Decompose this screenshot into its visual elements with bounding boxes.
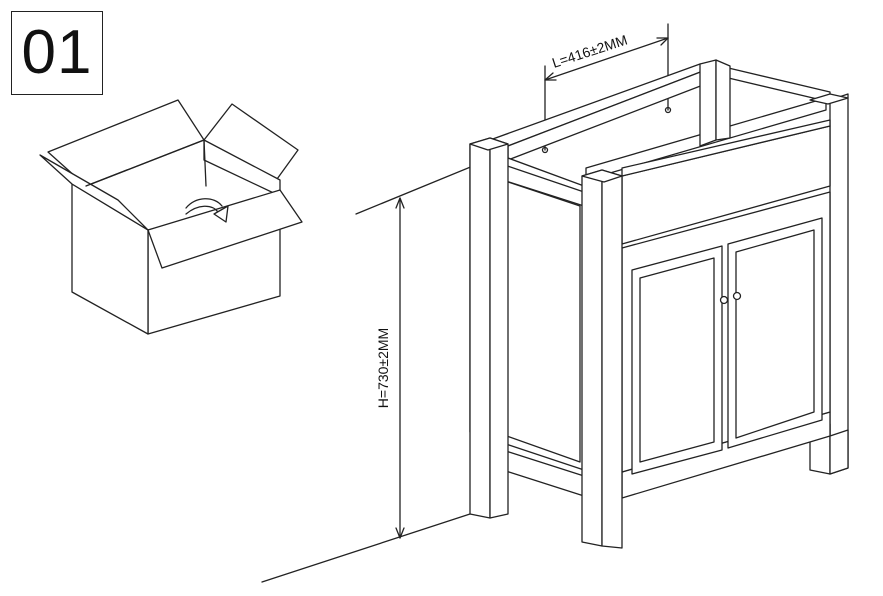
open-box-icon	[39, 99, 303, 335]
step-number-box: 01	[11, 11, 103, 95]
door-knob-icon	[719, 291, 742, 305]
rotate-arrow-icon	[185, 198, 229, 223]
height-label: H=730±2MM	[375, 328, 391, 408]
vanity-cabinet	[469, 59, 849, 549]
step-number: 01	[21, 18, 93, 87]
